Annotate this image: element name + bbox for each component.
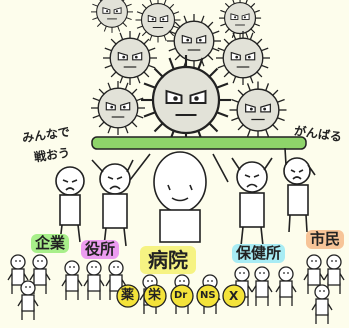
- right-supporters: [231, 147, 316, 247]
- tag-hospital: 病院: [140, 246, 196, 274]
- virus-pile: [90, 0, 288, 147]
- badge-doctor-label: Dr: [174, 290, 188, 301]
- tag-company: 企業: [31, 234, 70, 253]
- tag-government: 役所: [81, 240, 120, 259]
- staff-badges: [116, 284, 246, 308]
- left-supporters: [55, 159, 134, 247]
- badge-other-label: X: [229, 289, 239, 303]
- tag-citizens: 市民: [306, 230, 345, 249]
- hospital-carrier: [129, 151, 229, 243]
- shield-board: [91, 136, 307, 150]
- tag-health-center: 保健所: [232, 244, 286, 263]
- badge-pharmacy-label: 薬: [121, 288, 135, 303]
- badge-nurse-label: NS: [200, 290, 216, 301]
- badge-nutrition-label: 栄: [148, 288, 162, 303]
